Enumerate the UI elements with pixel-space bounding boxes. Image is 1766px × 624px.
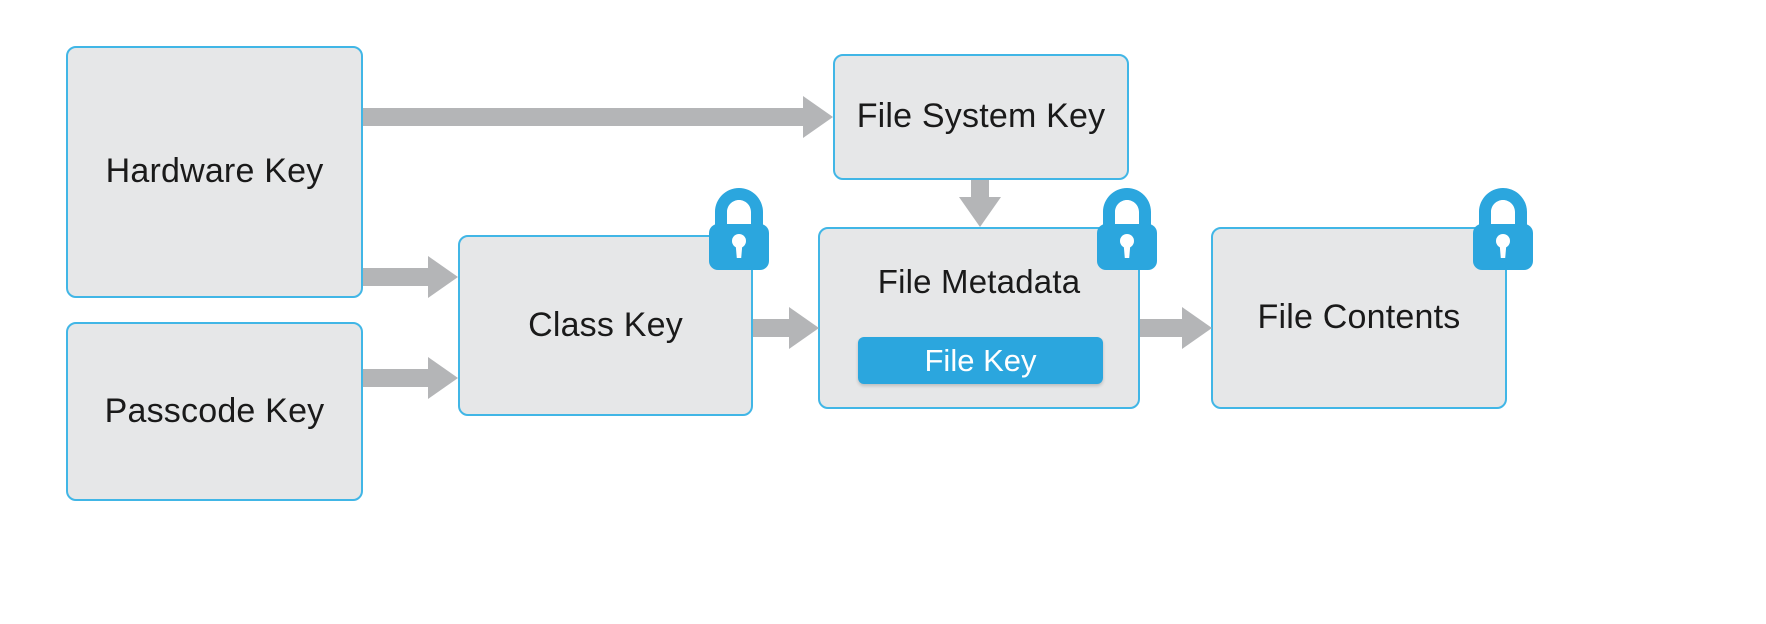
lock-icon: [1094, 186, 1160, 272]
lock-icon: [706, 186, 772, 272]
arrow-head: [428, 256, 458, 298]
node-class-key[interactable]: Class Key: [458, 235, 753, 416]
arrow-shaft: [363, 108, 803, 126]
arrow-head: [1182, 307, 1212, 349]
lock-icon: [1470, 186, 1536, 272]
arrow-shaft: [971, 180, 989, 202]
node-file-metadata-label: File Metadata: [877, 263, 1081, 300]
node-class-key-label: Class Key: [528, 305, 683, 344]
node-file-system-key[interactable]: File System Key: [833, 54, 1129, 180]
arrow-head: [428, 357, 458, 399]
arrow-shaft: [753, 319, 789, 337]
node-passcode-key-label: Passcode Key: [104, 391, 325, 430]
node-file-contents[interactable]: File Contents: [1211, 227, 1507, 409]
arrow-head: [789, 307, 819, 349]
node-passcode-key[interactable]: Passcode Key: [66, 322, 363, 501]
arrow-shaft: [1140, 319, 1182, 337]
file-key-chip[interactable]: File Key: [858, 337, 1103, 384]
arrow-shaft: [363, 268, 428, 286]
node-hardware-key[interactable]: Hardware Key: [66, 46, 363, 298]
arrow-head: [959, 197, 1001, 227]
node-hardware-key-label: Hardware Key: [105, 152, 324, 191]
node-file-system-key-label: File System Key: [856, 97, 1106, 136]
arrow-head: [803, 96, 833, 138]
file-key-chip-label: File Key: [924, 342, 1037, 378]
arrow-shaft: [363, 369, 428, 387]
node-file-contents-label: File Contents: [1257, 298, 1461, 337]
